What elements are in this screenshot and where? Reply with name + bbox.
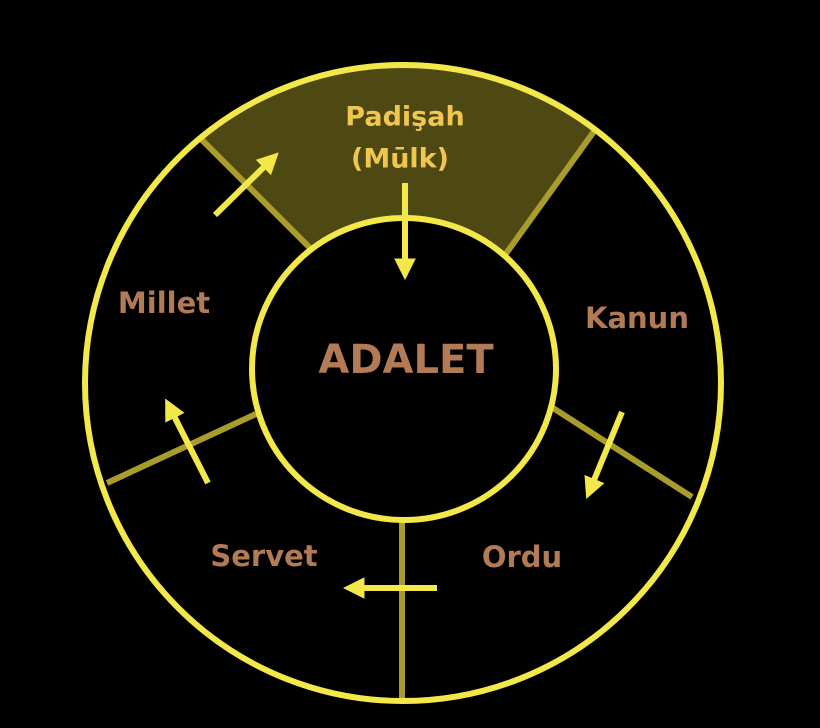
- arrow-kanun-to-ordu: [584, 410, 625, 499]
- servet-label: Servet: [210, 539, 317, 573]
- ordu-label: Ordu: [482, 540, 562, 574]
- mulk-label: (Mūlk): [351, 144, 449, 175]
- kanun-label: Kanun: [585, 301, 689, 335]
- divider-padisah-kanun: [502, 128, 598, 257]
- millet-label: Millet: [118, 286, 210, 320]
- adalet-center-label: ADALET: [318, 337, 494, 383]
- divider-millet-padisah: [197, 135, 315, 253]
- arrow-millet-to-padisah: [212, 152, 279, 218]
- dividers: [105, 128, 694, 700]
- padisah-label: Padişah: [345, 102, 464, 133]
- divider-servet-millet: [105, 411, 258, 486]
- outer-ring: [82, 62, 724, 704]
- arrow-servet-to-millet: [165, 398, 211, 485]
- padisah-sector-fill: [200, 65, 595, 255]
- divider-kanun-ordu: [551, 405, 694, 500]
